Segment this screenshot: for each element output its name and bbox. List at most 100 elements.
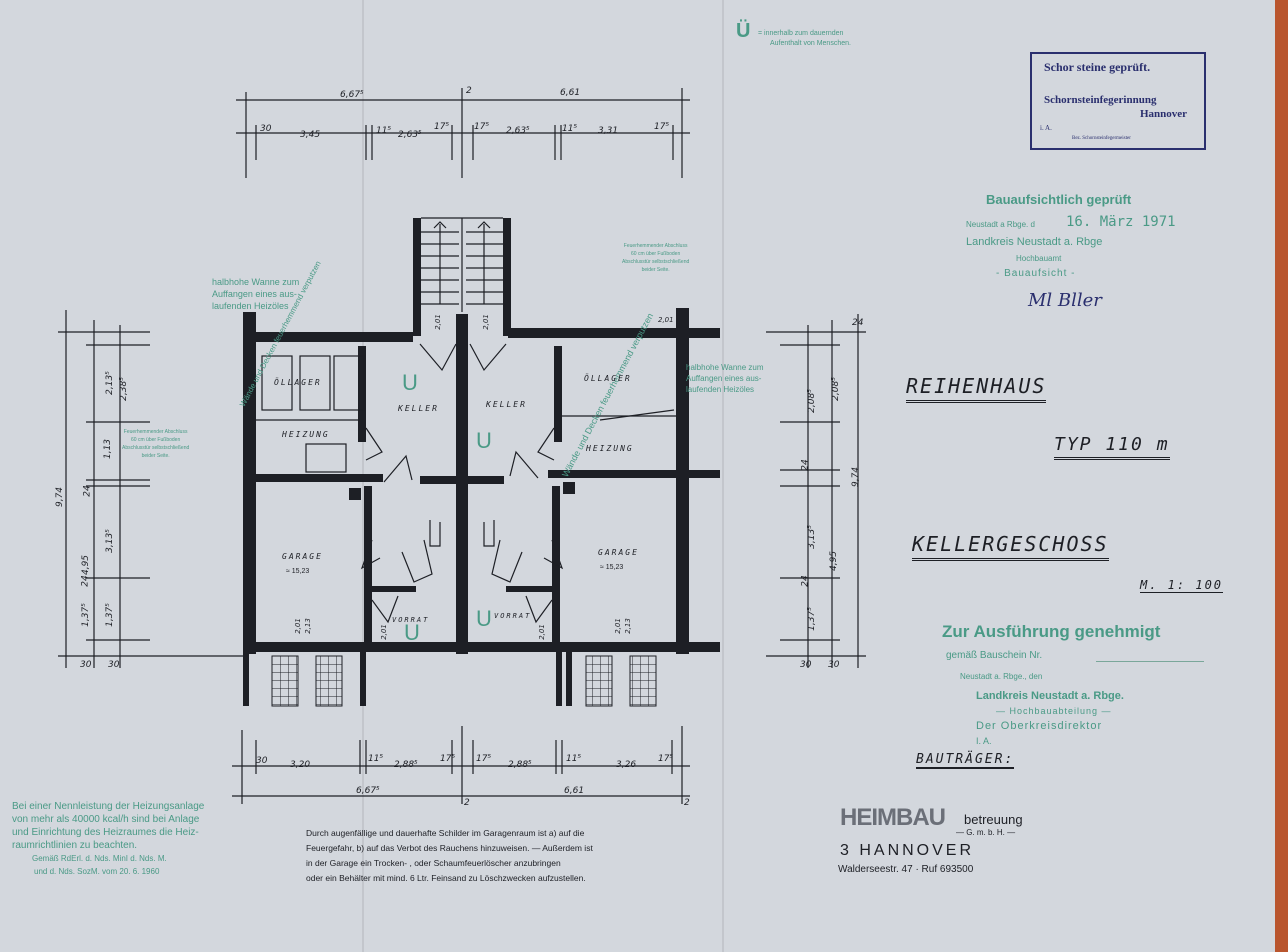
note-garage: Durch augenfällige und dauerhafte Schild… [306,826,593,886]
approval-blank [1096,661,1204,662]
tank-note-right: halbhohe Wanne zum Auffangen eines aus- … [686,362,764,395]
dim-top: 11⁵ [562,124,578,134]
dim-stair: 2,01 [433,314,442,330]
dim-stair: 2,01 [658,316,674,324]
building-stamp-line: - Bauaufsicht - [996,268,1076,279]
fold-line [722,0,724,952]
light-well-grate [271,655,299,707]
annotation-line: Auffangen eines aus- [212,289,297,299]
chimney-stamp: Schor steine geprüft. Schornsteinfegerin… [1030,52,1206,150]
u-legend-symbol: Ü [736,20,751,42]
note-line: raumrichtlinien zu beachten. [12,840,138,851]
dim-right-a: 24 [800,575,811,587]
light-well-grate [315,655,343,707]
approval-line: — Hochbauabteilung — [996,706,1112,716]
dim-bottom: 2,88⁵ [508,760,532,770]
note-line: und Einrichtung des Heizraumes die Heiz- [12,827,199,838]
dim-top-total-left: 6,67⁵ [340,90,364,100]
u-legend-text: Aufenthalt von Menschen. [770,40,851,47]
room-garage-left: GARAGE [282,552,323,561]
chimney-stamp-line: Bez. Schornsteinfegermeister [1072,136,1131,141]
dim-bottom: 3,20 [290,760,311,770]
dim-left-b: 2,13⁵ [104,371,115,395]
dim-left-b: 1,13 [103,438,114,460]
bautraeger-company: HEIMBAU [840,804,946,831]
annotation-line: laufenden Heizöles [686,385,755,394]
room-oellager-left: ÖLLAGER [274,378,322,387]
annotation-line: beider Seite. [141,453,170,459]
dim-door: 2,01 [613,618,622,634]
annotation-line: laufenden Heizöles [212,301,289,311]
title-floor: KELLERGESCHOSS [912,532,1109,561]
dim-right-b: 4,95 [829,550,840,572]
room-keller-right: KELLER [486,400,527,409]
dim-bottom: 3,26 [616,760,637,770]
annotation-line: 60 cm über Fußboden [631,251,681,257]
note-line: Gemäß RdErl. d. Nds. MinI d. Nds. M. [32,854,167,863]
title-type: TYP 110 m [1054,434,1170,460]
room-garage-right: GARAGE [598,548,639,557]
annotation-line: beider Seite. [641,267,670,273]
dim-top: 17⁵ [434,122,450,132]
dim-top: 30 [260,124,272,134]
note-line: oder ein Behälter mit mind. 6 Ltr. Feins… [306,873,586,883]
u-mark: U [404,620,420,645]
room-vorrat-right: VORRAT [494,612,532,620]
note-line: von mehr als 40000 kcal/h sind bei Anlag… [12,814,200,825]
interior-lines [256,217,676,624]
annotation-line: Feuerhemmender Abschluss [123,429,188,435]
chimney-stamp-line: i. A. [1040,124,1052,132]
dim-bottom-total-right: 6,61 [564,786,585,796]
dim-left-c: 2,38⁵ [118,377,129,401]
dim-left-b: 30 [108,660,120,670]
dim-left-a: 24 [80,575,91,587]
annotation-line: halbhohe Wanne zum [212,277,300,287]
approval-heading: Zur Ausführung genehmigt [942,622,1161,641]
approval-line: Neustadt a. Rbge., den [960,672,1043,681]
dim-left-a: 1,37⁵ [80,603,91,627]
u-legend-text: = innerhalb zum dauernden [758,30,844,37]
tank-note-left: halbhohe Wanne zum Auffangen eines aus- … [212,276,299,312]
u-mark: U [476,428,492,453]
bautraeger-city: 3 HANNOVER [840,842,975,859]
annotation-line: halbhohe Wanne zum [686,363,764,372]
building-stamp-line: Landkreis Neustadt a. Rbge [966,236,1103,248]
room-heizung-right: HEIZUNG [586,444,634,453]
title-scale: M. 1: 100 [1140,578,1224,593]
dimension-lines [58,88,866,804]
bautraeger-address: Walderseestr. 47 · Ruf 693500 [838,864,974,875]
building-stamp-place: Neustadt a Rbge. d [966,220,1035,229]
approval-line: I. A. [976,736,992,746]
u-mark: U [402,370,418,395]
dim-bottom: 11⁵ [368,754,384,764]
dim-bottom: 30 [256,756,268,766]
title-house: REIHENHAUS [906,374,1047,403]
dim-top-axis: 2 [466,86,472,96]
dim-right-b: 24 [852,318,864,328]
dim-right-a: 1,37⁵ [806,607,817,631]
annotation-line: Feuerhemmender Abschluss [623,243,688,249]
annotation-line: Auffangen eines aus- [686,374,762,383]
dim-right-a: 30 [800,660,812,670]
note-heating: Bei einer Nennleistung der Heizungsanlag… [12,800,204,878]
dim-door: 2,01 [293,618,302,634]
chimney-stamp-line: Schor steine geprüft. [1044,60,1151,74]
dim-top: 11⁵ [376,126,392,136]
dim-right-b: 2,08⁵ [830,377,841,401]
fire-note-right: Feuerhemmender Abschluss 60 cm über Fußb… [622,242,689,274]
approval-line: Landkreis Neustadt a. Rbge. [976,690,1124,702]
dim-bottom-axis: 2 [684,798,690,808]
dim-vorrat: 2,01 [537,624,546,640]
dim-left-total: 9,74 [55,486,66,508]
note-line: Feuergefahr, b) auf das Verbot des Rauch… [306,843,593,853]
light-well-grate [585,655,613,707]
dim-bottom: 17⁵ [658,754,674,764]
dim-top: 2,63⁵ [506,126,530,136]
dim-top: 17⁵ [654,122,670,132]
dim-right-b: 30 [828,660,840,670]
dim-bottom: 17⁵ [476,754,492,764]
dim-vorrat: 2,01 [379,624,388,640]
dim-door: 2,13 [303,618,312,634]
dim-right-a: 2,08⁵ [806,389,817,413]
